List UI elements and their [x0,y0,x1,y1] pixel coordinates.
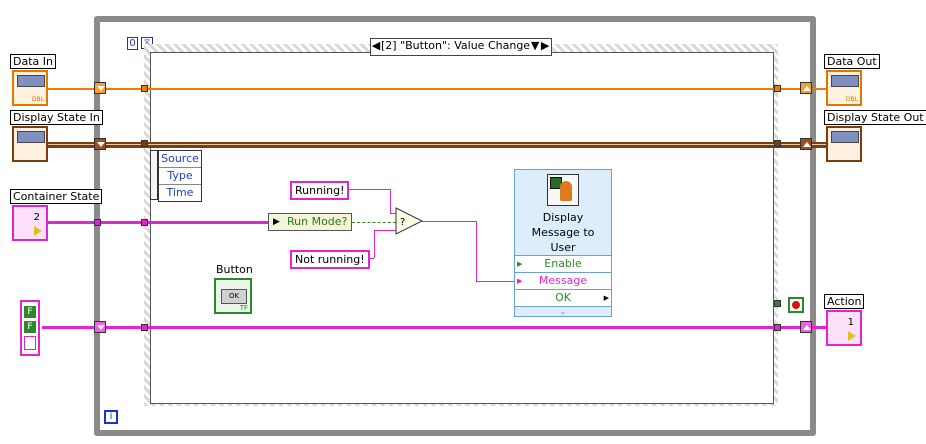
event-data-time: Time [166,186,194,199]
not-running-wire-c[interactable] [374,230,398,231]
display-state-out-label: Display State Out [824,110,926,125]
subvi-title-line-2: Message to [531,226,595,239]
bool-f-1: F [24,306,36,318]
event-display-tunnel-right[interactable] [774,140,781,147]
iteration-terminal: i [104,410,118,424]
button-terminal[interactable]: OK TF [214,278,252,314]
svg-text:?: ? [400,217,405,228]
event-data-tunnel-left[interactable] [141,85,148,92]
event-data-type: Type [159,168,201,185]
event-action-tunnel-left[interactable] [141,324,148,331]
prev-case-icon[interactable]: ◀ [371,39,381,52]
event-data-node[interactable]: Source Type Time [158,150,202,202]
button-ok-icon: OK [221,289,247,304]
subvi-title: Display Message to User [515,210,611,255]
input-arrow-icon: ▶ [517,277,523,285]
display-state-shift-register[interactable] [94,138,106,150]
data-in-label: Data In [10,54,56,69]
select-node[interactable]: ? [394,206,424,236]
subvi-title-line-3: User [550,241,576,254]
container-pointer-icon [34,226,42,236]
data-in-shift-register[interactable] [94,82,106,94]
action-index: 1 [847,317,854,328]
case-dropdown-icon[interactable]: ▼ [530,39,540,52]
action-wire[interactable] [42,326,828,329]
data-wire[interactable] [48,88,828,90]
action-shift-register-left[interactable] [94,321,106,333]
subvi-expand-icon[interactable]: ⌄ [515,306,611,317]
tf-tag: TF [239,304,248,312]
subvi-input-message[interactable]: ▶Message [515,272,611,289]
button-label: Button [216,263,253,276]
data-in-terminal[interactable]: DBL [12,70,48,106]
event-action-tunnel-right[interactable] [774,324,781,331]
subvi-output-ok[interactable]: OK▶ [515,289,611,306]
running-string-wire-a[interactable] [346,189,390,190]
run-mode-wire[interactable] [352,222,396,224]
loop-count-terminal: 0 [127,37,138,50]
cluster-icon [17,131,45,143]
display-state-wire[interactable] [48,142,828,148]
stop-icon[interactable] [788,297,804,313]
event-display-tunnel-left[interactable] [141,140,148,147]
event-data-source: Source [159,151,201,168]
action-pointer-icon [848,331,856,341]
subvi-title-line-1: Display [542,211,584,224]
bool-empty [24,336,36,350]
display-state-in-label: Display State In [10,110,103,125]
next-case-icon[interactable]: ▶ [540,39,550,52]
while-loop[interactable] [94,16,816,436]
boolean-array-constant[interactable]: F F [20,300,40,356]
message-wire-b[interactable] [476,221,477,281]
numeric-indicator-icon [831,75,859,87]
bool-f-2: F [24,321,36,333]
data-out-label: Data Out [824,54,880,69]
message-wire-c[interactable] [476,281,516,282]
dbl-tag: DBL [845,96,858,103]
event-data-node-bar [150,150,158,200]
not-running-wire-a[interactable] [368,258,374,259]
container-state-wire[interactable] [48,221,270,224]
running-string-wire-c[interactable] [390,213,398,214]
not-running-wire-b[interactable] [374,230,375,258]
container-state-terminal[interactable]: 2 [12,205,48,241]
run-mode-label: Run Mode? [287,215,348,228]
data-out-shift-register[interactable] [800,82,812,94]
unbundle-arrow-icon: ▶ [273,217,280,227]
display-state-in-terminal[interactable] [12,126,48,162]
container-state-label: Container State [10,189,103,204]
message-wire-a[interactable] [422,221,476,222]
cluster-icon [831,131,859,143]
event-case-frame [150,52,774,404]
event-case-selector[interactable]: ◀[2] "Button": Value Change▼▶ [370,38,552,56]
action-shift-register-right[interactable] [800,321,812,333]
numeric-indicator-icon [17,75,45,87]
not-running-string-constant[interactable]: Not running! [290,250,370,269]
container-index: 2 [33,212,40,223]
event-selector-label: [2] "Button": Value Change [381,39,531,52]
container-tunnel[interactable] [94,219,101,226]
data-out-terminal[interactable]: DBL [826,70,862,106]
event-data-tunnel-right[interactable] [774,85,781,92]
output-arrow-icon: ▶ [603,294,609,302]
display-state-out-shift-register[interactable] [800,138,812,150]
action-label: Action [824,294,865,309]
running-string-constant[interactable]: Running! [290,181,350,200]
running-string-wire-b[interactable] [390,189,391,213]
input-arrow-icon: ▶ [517,260,523,268]
unbundle-by-name[interactable]: ▶ Run Mode? [268,213,352,231]
dbl-tag: DBL [31,96,44,103]
event-container-tunnel[interactable] [141,219,148,226]
action-terminal[interactable]: 1 [826,310,862,346]
subvi-icon [547,174,579,206]
display-message-subvi[interactable]: Display Message to User ▶Enable ▶Message… [514,169,612,317]
stop-tunnel[interactable] [774,300,781,307]
display-state-out-terminal[interactable] [826,126,862,162]
subvi-input-enable[interactable]: ▶Enable [515,255,611,272]
